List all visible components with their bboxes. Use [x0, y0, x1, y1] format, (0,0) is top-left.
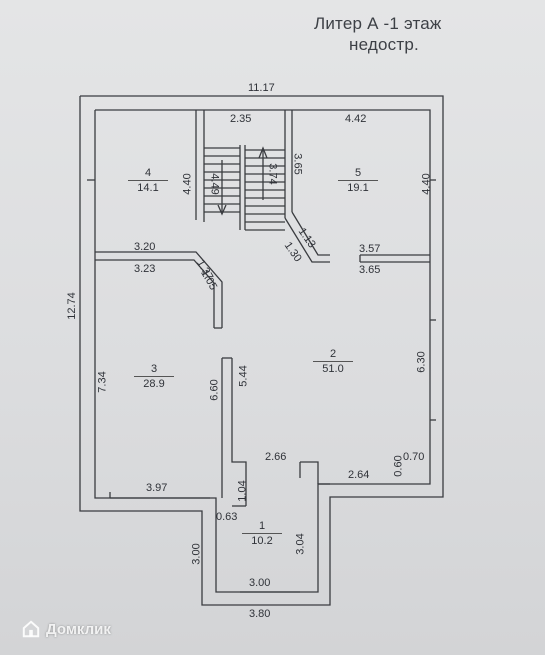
room-1-number: 1: [258, 520, 266, 532]
room-4-number: 4: [144, 167, 152, 179]
dim-room2-right: 6.30: [415, 351, 428, 373]
watermark: Домклик: [22, 620, 111, 638]
dim-room4-width: 2.35: [230, 113, 252, 125]
dim-overall-height: 12.74: [65, 292, 78, 320]
dim-porch-inner: 3.00: [249, 577, 271, 589]
dim-porch-left: 3.00: [190, 543, 203, 565]
stair-treads-right: [244, 145, 285, 231]
dim-stair-length: 4.49: [208, 173, 221, 195]
room-3-area: 28.9: [134, 376, 174, 390]
dim-wall-left-a: 3.20: [134, 241, 156, 253]
dim-porch-outer: 3.80: [249, 608, 271, 620]
dim-step-a: 1.04: [236, 480, 249, 502]
dim-room5-height: 4.40: [420, 173, 433, 195]
outer-wall-outer: [79, 95, 444, 606]
dim-room3-right: 6.60: [208, 379, 221, 401]
dim-room3-bottom: 3.97: [146, 482, 168, 494]
room-2-number: 2: [329, 348, 337, 360]
dim-wall-right-a: 3.57: [359, 243, 381, 255]
dim-hall-left: 5.44: [237, 365, 250, 387]
dim-stair-right: 3.65: [291, 153, 304, 175]
dim-room3-height: 7.34: [96, 371, 109, 393]
room-3-number: 3: [150, 363, 158, 375]
room-5-area: 19.1: [338, 180, 378, 194]
dim-overall-width: 11.17: [248, 82, 275, 94]
dim-hall-right: 2.64: [348, 469, 370, 481]
watermark-brand: Домклик: [46, 620, 111, 638]
dim-room4-height: 4.40: [181, 173, 194, 195]
dim-step-b: 0.63: [216, 511, 238, 523]
plan-title: Литер А -1 этаж: [314, 14, 442, 33]
room-2-area: 51.0: [313, 361, 353, 375]
room-5-number: 5: [354, 167, 362, 179]
dim-wall-left-b: 3.23: [134, 263, 156, 275]
dim-room5-width: 4.42: [345, 113, 367, 125]
dim-notch-b: 0.70: [403, 451, 425, 463]
dim-wall-right-b: 3.65: [359, 264, 381, 276]
room-1-area: 10.2: [242, 533, 282, 547]
room-4-area: 14.1: [128, 180, 168, 194]
dim-hall-width: 2.66: [265, 451, 287, 463]
domclick-logo-icon: [22, 620, 40, 638]
dim-stair-inner: 3.74: [266, 163, 279, 185]
plan-subtitle: недостр.: [349, 35, 419, 54]
dim-porch-right: 3.04: [294, 533, 307, 555]
